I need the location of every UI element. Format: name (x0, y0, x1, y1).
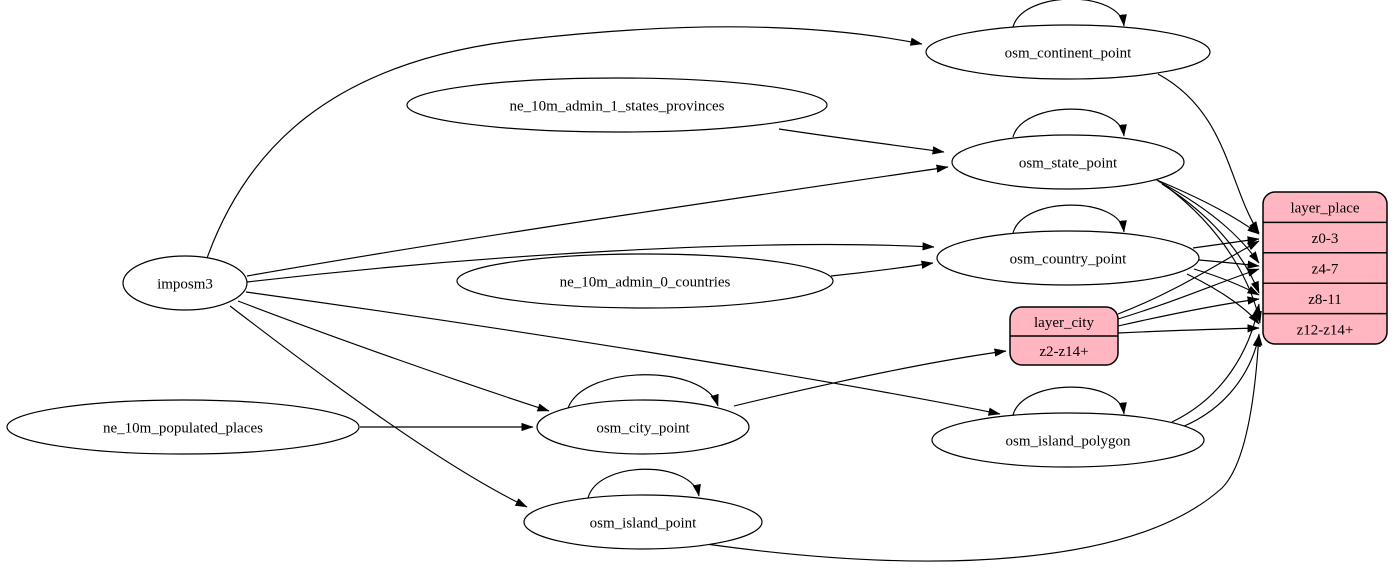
edge-imposm3-to-osm_island_point (229, 305, 528, 508)
node-label-osm_state_point: osm_state_point (1019, 156, 1118, 172)
edge-layer_city-to-layer_place:z4-7 (1117, 268, 1260, 320)
self-loop-osm_country_point (1012, 204, 1127, 234)
self-loop-osm_island_point (587, 468, 701, 499)
edge-osm_state_point-to-layer_place:z4-7 (1157, 180, 1260, 264)
edge-osm_island_polygon-to-layer_place:z8-11 (1171, 303, 1261, 423)
edge-ne_10m_admin_0_countries-to-osm_country_point (830, 260, 934, 277)
edge-imposm3-to-osm_country_point (246, 242, 935, 283)
edge-osm_city_point-to-layer_city:z2-z14+ (733, 348, 1007, 407)
node-ne_10m_populated_places: ne_10m_populated_places (6, 399, 360, 455)
record-layer_place: layer_place z0-3 z4-7 z8-11 z12-z14+ (1262, 191, 1388, 345)
self-loop-osm_state_point (1012, 108, 1127, 138)
node-osm_continent_point: osm_continent_point (925, 24, 1211, 80)
record-row-layer_place-layer_place: layer_place (1290, 201, 1359, 217)
node-ne_10m_admin_1_states_provinces: ne_10m_admin_1_states_provinces (406, 77, 828, 133)
edge-osm_island_point-to-layer_place:z12-z14+ (705, 333, 1263, 562)
node-label-imposm3: imposm3 (157, 277, 213, 293)
record-row-layer_place-z0-3: z0-3 (1312, 231, 1339, 247)
node-osm_state_point: osm_state_point (951, 134, 1185, 190)
node-label-ne_10m_populated_places: ne_10m_populated_places (103, 421, 263, 437)
node-label-osm_island_polygon: osm_island_polygon (1005, 434, 1131, 450)
record-row-layer_city-layer_city: layer_city (1034, 315, 1094, 331)
node-label-ne_10m_admin_0_countries: ne_10m_admin_0_countries (560, 275, 731, 291)
node-ne_10m_admin_0_countries: ne_10m_admin_0_countries (456, 253, 834, 309)
self-loop-osm_city_point (567, 374, 719, 409)
node-label-osm_continent_point: osm_continent_point (1005, 46, 1132, 62)
edge-osm_island_polygon-to-layer_place:z12-z14+ (1181, 334, 1261, 428)
edge-osm_state_point-to-layer_place:z8-11 (1161, 183, 1260, 294)
node-label-ne_10m_admin_1_states_provinces: ne_10m_admin_1_states_provinces (510, 99, 725, 115)
edge-layer_city-to-layer_place:z0-3 (1117, 240, 1260, 315)
edge-osm_continent_point-to-layer_place:z0-3 (1157, 73, 1260, 234)
edge-imposm3-to-osm_continent_point (205, 26, 923, 262)
record-layer_city: layer_city z2-z14+ (1009, 306, 1119, 366)
self-loop-osm_island_polygon (1012, 386, 1127, 416)
edge-layer_city-to-layer_place:z8-11 (1117, 296, 1260, 327)
node-label-osm_country_point: osm_country_point (1010, 252, 1127, 268)
node-label-osm_island_point: osm_island_point (590, 516, 698, 532)
edge-imposm3-to-osm_island_polygon (245, 291, 1001, 416)
edge-imposm3-to-osm_city_point (237, 300, 550, 412)
edge-osm_country_point-to-layer_place:z0-3 (1192, 236, 1260, 249)
record-row-layer_city-z2-z14+: z2-z14+ (1039, 344, 1088, 360)
self-loop-osm_continent_point (1012, 0, 1127, 28)
edge-osm_country_point-to-layer_place:z8-11 (1193, 268, 1260, 296)
edge-osm_country_point-to-layer_place:z4-7 (1198, 259, 1260, 269)
node-osm_island_polygon: osm_island_polygon (931, 412, 1205, 468)
node-osm_island_point: osm_island_point (523, 494, 763, 550)
edge-layer_city-to-layer_place:z12-z14+ (1117, 324, 1260, 334)
record-row-layer_place-z12-z14+: z12-z14+ (1297, 322, 1354, 338)
edge-ne_10m_admin_1_states_provinces-to-osm_state_point (778, 128, 945, 155)
node-imposm3: imposm3 (122, 255, 248, 311)
node-osm_country_point: osm_country_point (936, 230, 1200, 286)
record-row-layer_place-z4-7: z4-7 (1312, 262, 1339, 278)
record-row-layer_place-z8-11: z8-11 (1308, 292, 1342, 308)
node-label-osm_city_point: osm_city_point (596, 421, 690, 437)
node-osm_city_point: osm_city_point (536, 399, 750, 455)
edge-imposm3-to-osm_state_point (246, 164, 949, 277)
